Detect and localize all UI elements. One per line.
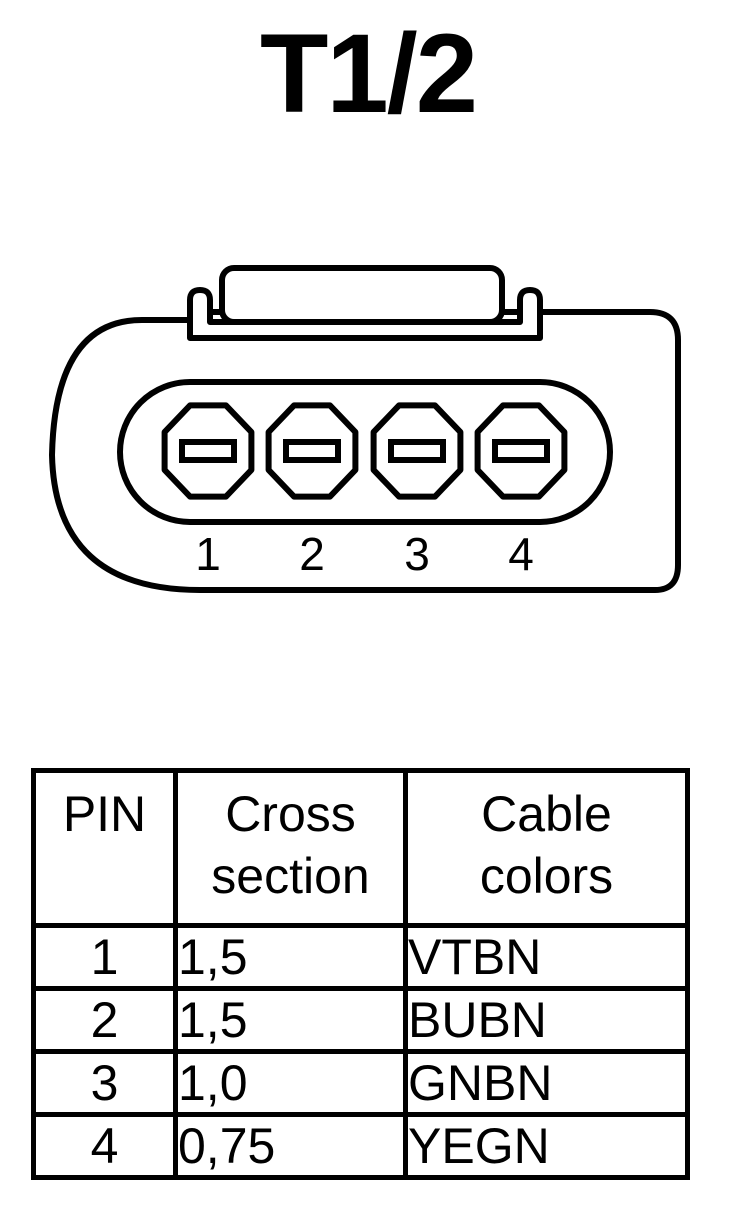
table-row: 2 1,5 BUBN: [31, 986, 690, 1054]
pin-slot: [492, 439, 550, 463]
cell-cross-section: 1,0: [173, 1049, 408, 1117]
pin-number-label: 4: [508, 528, 534, 580]
cell-cross-section: 1,5: [173, 923, 408, 991]
connector-diagram: 1 2 3 4: [49, 265, 681, 593]
cell-cross-section: 0,75: [173, 1112, 408, 1180]
cell-cross-section: 1,5: [173, 986, 408, 1054]
table-row: 1 1,5 VTBN: [31, 923, 690, 991]
pin-slot: [283, 439, 341, 463]
pin-number-label: 3: [404, 528, 430, 580]
cell-pin: 4: [31, 1112, 178, 1180]
pin-well: [117, 379, 613, 525]
cell-cable-color: VTBN: [403, 923, 690, 991]
table-row: 3 1,0 GNBN: [31, 1049, 690, 1117]
connector-latch-top: [219, 265, 505, 325]
header-pin: PIN: [31, 768, 178, 928]
pin-slot: [388, 439, 446, 463]
connector-latch: [187, 287, 543, 341]
cell-pin: 1: [31, 923, 178, 991]
pin-slot: [179, 439, 237, 463]
page-title: T1/2: [259, 11, 478, 136]
cell-cable-color: YEGN: [403, 1112, 690, 1180]
pin-number-label: 1: [195, 528, 221, 580]
cell-cable-color: GNBN: [403, 1049, 690, 1117]
pin-number-label: 2: [299, 528, 325, 580]
table-row: 4 0,75 YEGN: [31, 1112, 690, 1180]
cell-pin: 3: [31, 1049, 178, 1117]
cell-cable-color: BUBN: [403, 986, 690, 1054]
cell-pin: 2: [31, 986, 178, 1054]
